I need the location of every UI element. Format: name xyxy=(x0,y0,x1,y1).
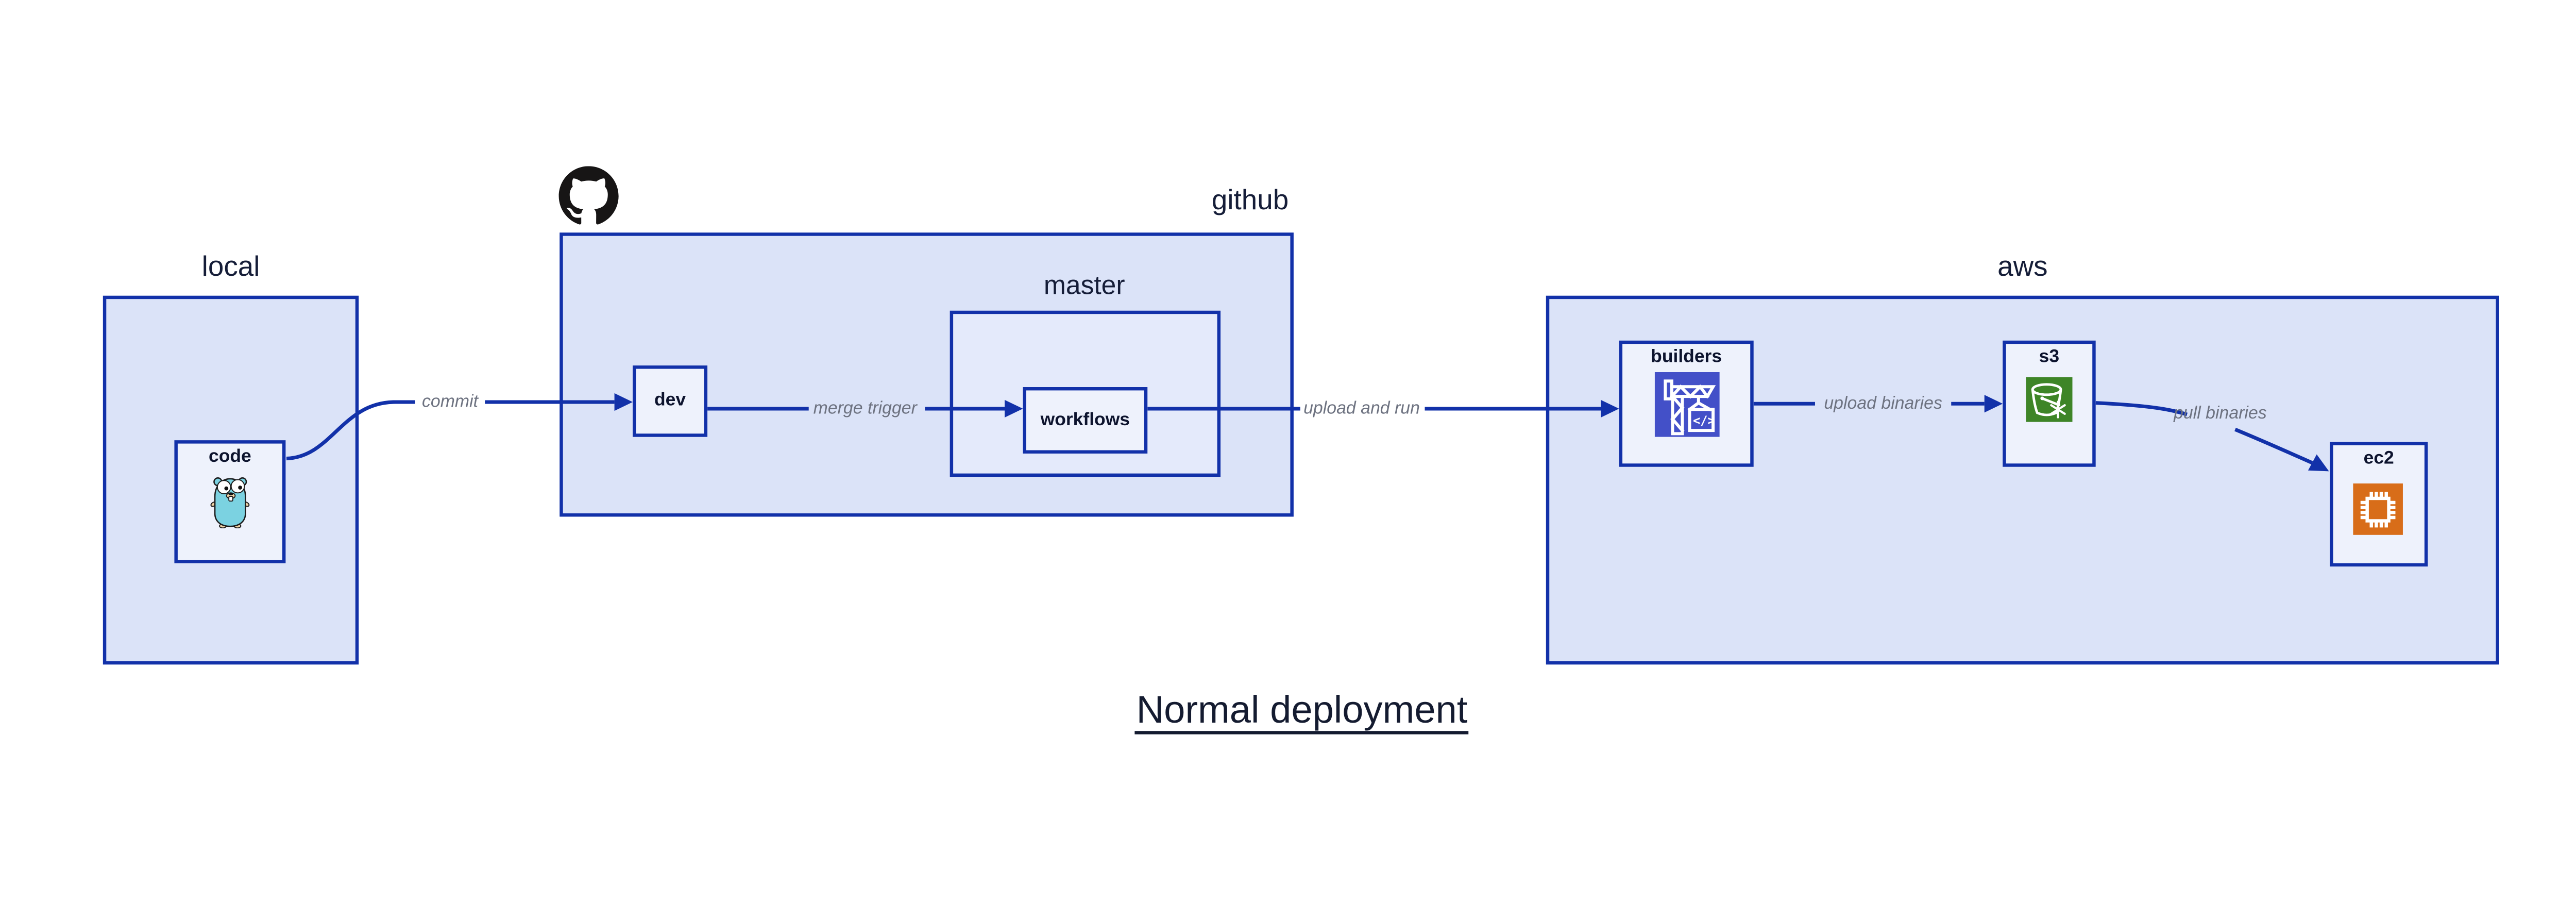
aws-codebuild-icon: </> xyxy=(1654,372,1720,437)
master-label: master xyxy=(1043,272,1125,301)
merge-trigger-edge-label: merge trigger xyxy=(813,398,917,419)
upload-binaries-arrowhead xyxy=(1984,395,2003,413)
go-gopher-icon xyxy=(210,477,250,528)
commit-edge-label: commit xyxy=(421,392,479,412)
pull-binaries-edge-label: pull binaries xyxy=(2174,404,2267,424)
commit-edge-path xyxy=(286,400,415,461)
node-code: code xyxy=(174,440,286,563)
merge-trigger-arrowhead xyxy=(1005,399,1023,417)
code-label: code xyxy=(209,447,251,467)
upload-and-run-arrowhead xyxy=(1601,399,1619,417)
dev-label: dev xyxy=(654,390,686,411)
github-octocat-icon xyxy=(558,166,619,225)
pull-binaries-edge-path2 xyxy=(2234,427,2313,465)
pull-binaries-edge-path xyxy=(2095,401,2188,416)
local-label: local xyxy=(201,250,260,282)
aws-label: aws xyxy=(1997,250,2048,282)
aws-s3-glacier-icon xyxy=(2026,377,2073,422)
codebuild-code-glyph: </> xyxy=(1693,413,1715,428)
builders-label: builders xyxy=(1651,347,1722,368)
node-s3: s3 xyxy=(2003,340,2096,467)
ec2-label: ec2 xyxy=(2363,448,2394,469)
workflows-label: workflows xyxy=(1040,409,1130,430)
pull-binaries-arrowhead xyxy=(2308,454,2329,472)
commit-arrowhead xyxy=(614,393,633,411)
aws-ec2-icon xyxy=(2353,483,2403,535)
github-label: github xyxy=(1211,184,1289,216)
node-dev: dev xyxy=(633,365,708,437)
s3-label: s3 xyxy=(2039,347,2060,368)
upload-binaries-edge-label: upload binaries xyxy=(1824,393,1942,414)
node-ec2: ec2 xyxy=(2330,442,2428,567)
diagram-title: Normal deployment xyxy=(1134,690,1469,734)
upload-and-run-edge-label: upload and run xyxy=(1303,398,1420,419)
node-builders: builders </> xyxy=(1619,340,1754,467)
node-workflows: workflows xyxy=(1023,387,1148,454)
